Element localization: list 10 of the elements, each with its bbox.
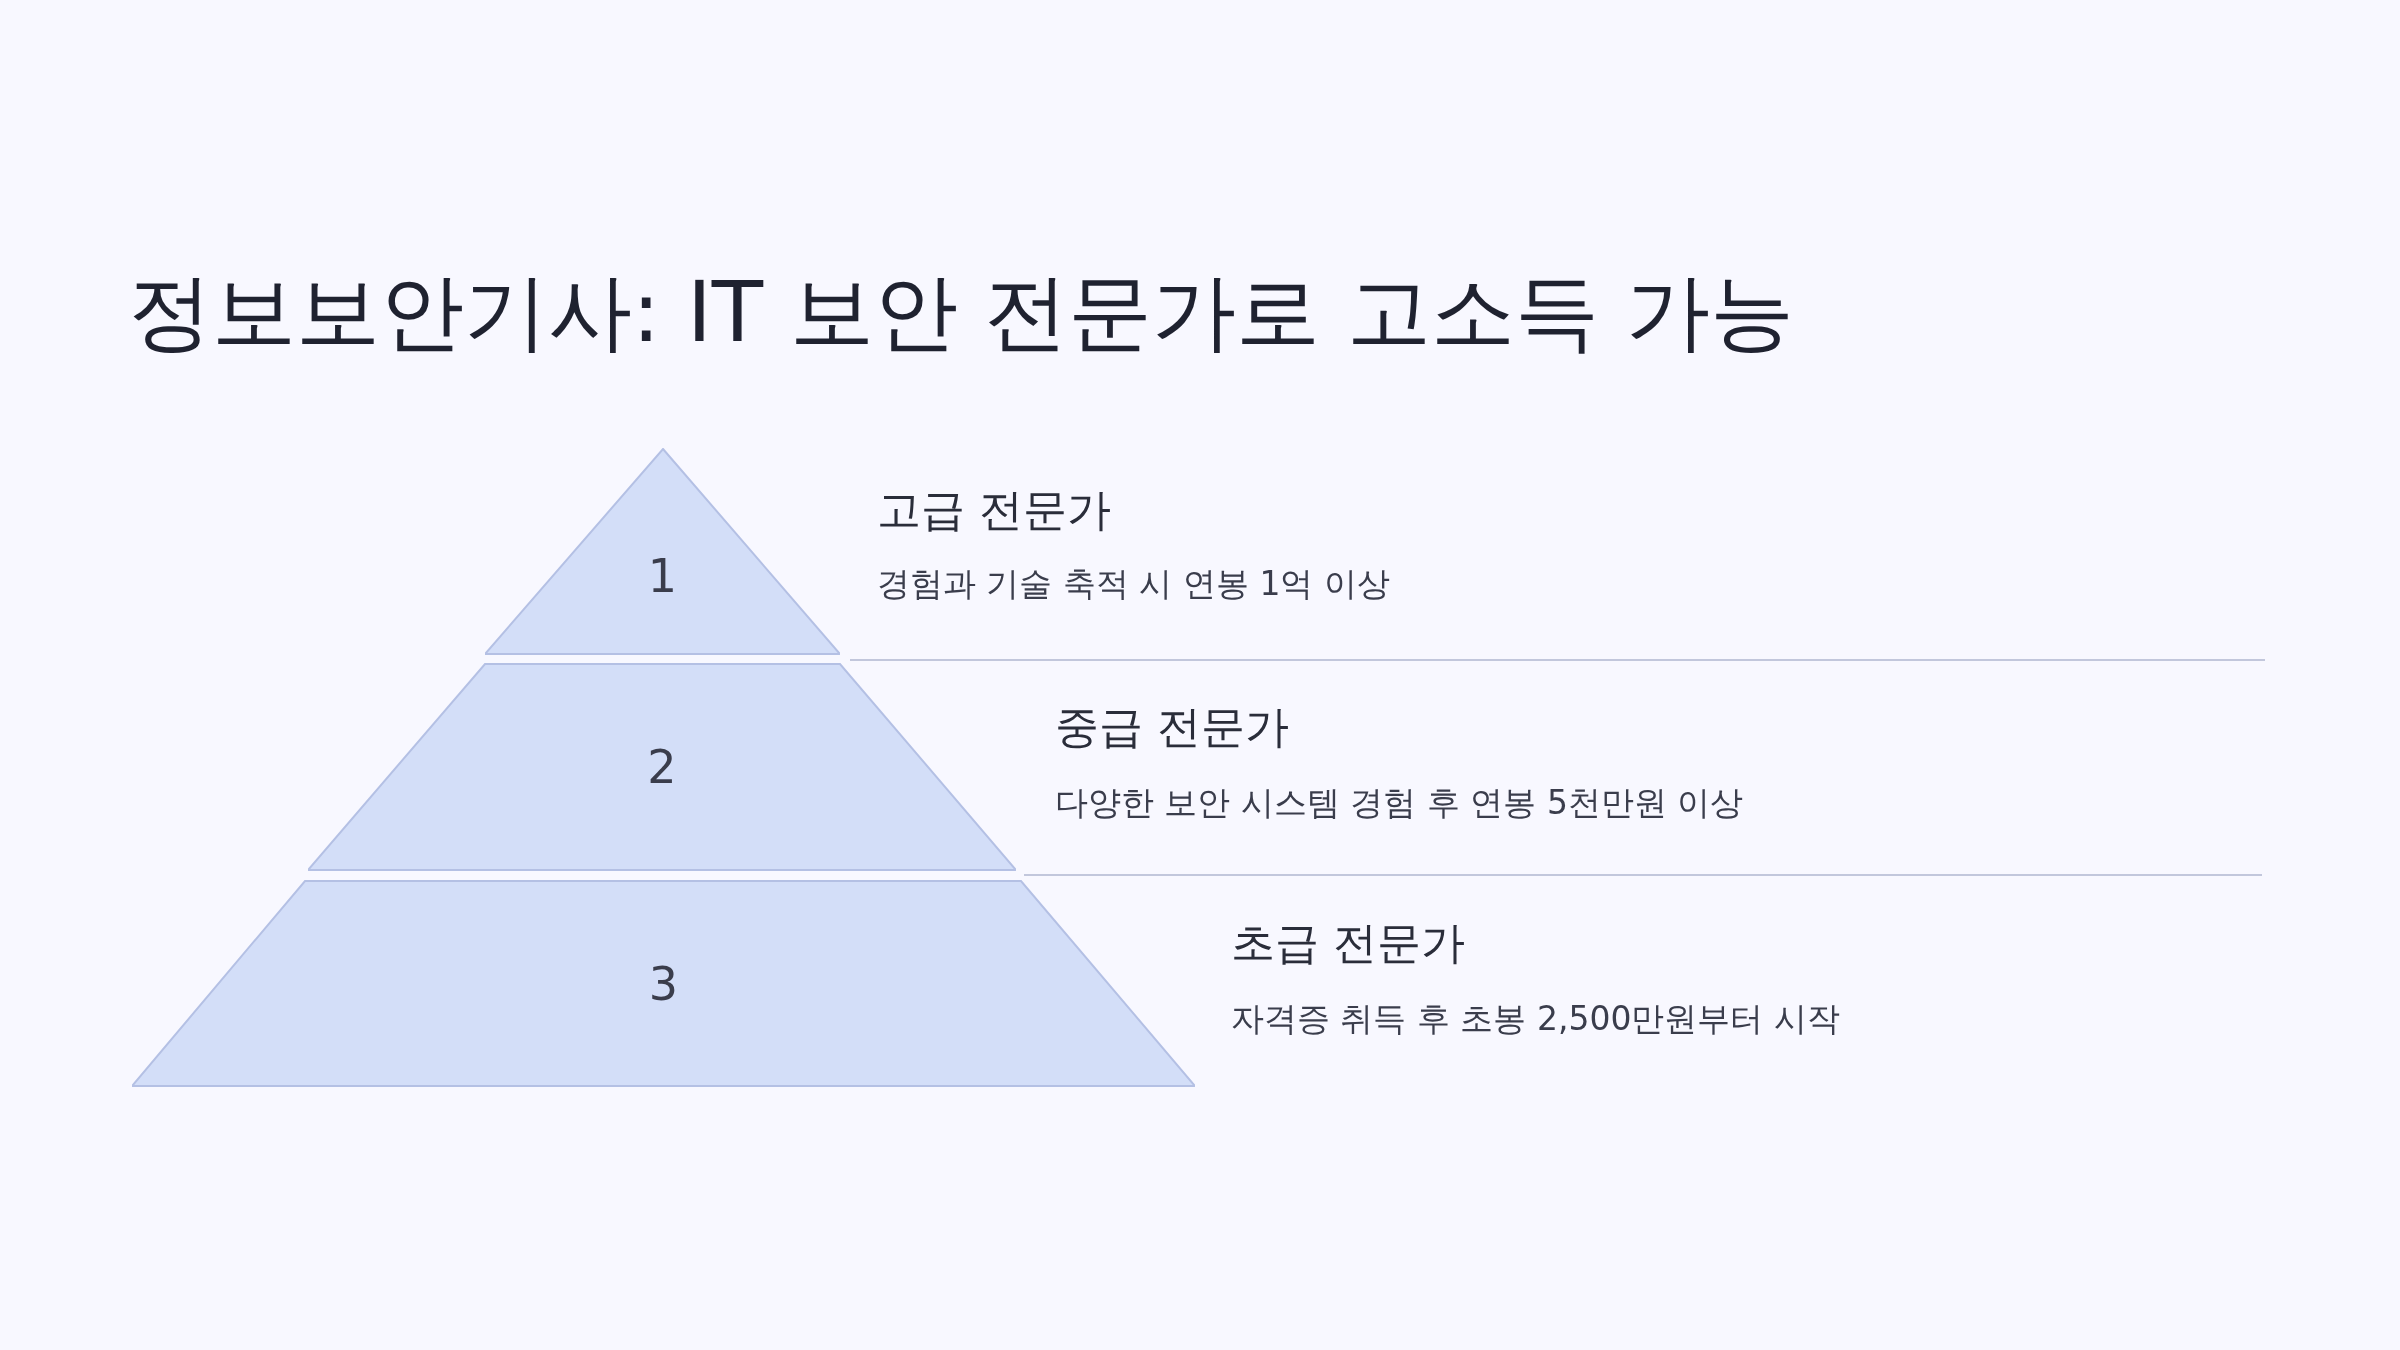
title: 정보보안기사: IT 보안 전문가로 고소득 가능 <box>128 262 1794 362</box>
tier-heading: 초급 전문가 <box>1231 916 1465 970</box>
tier-number: 2 <box>647 742 677 792</box>
tier-description: 자격증 취득 후 초봉 2,500만원부터 시작 <box>1231 998 1840 1040</box>
tier-description: 경험과 기술 축적 시 연봉 1억 이상 <box>877 563 1390 605</box>
tier-description: 다양한 보안 시스템 경험 후 연봉 5천만원 이상 <box>1055 782 1744 824</box>
tier-number: 1 <box>647 551 678 602</box>
tier-number: 3 <box>648 958 679 1009</box>
tier-heading: 중급 전문가 <box>1055 700 1289 754</box>
tier-heading: 고급 전문가 <box>877 483 1111 537</box>
